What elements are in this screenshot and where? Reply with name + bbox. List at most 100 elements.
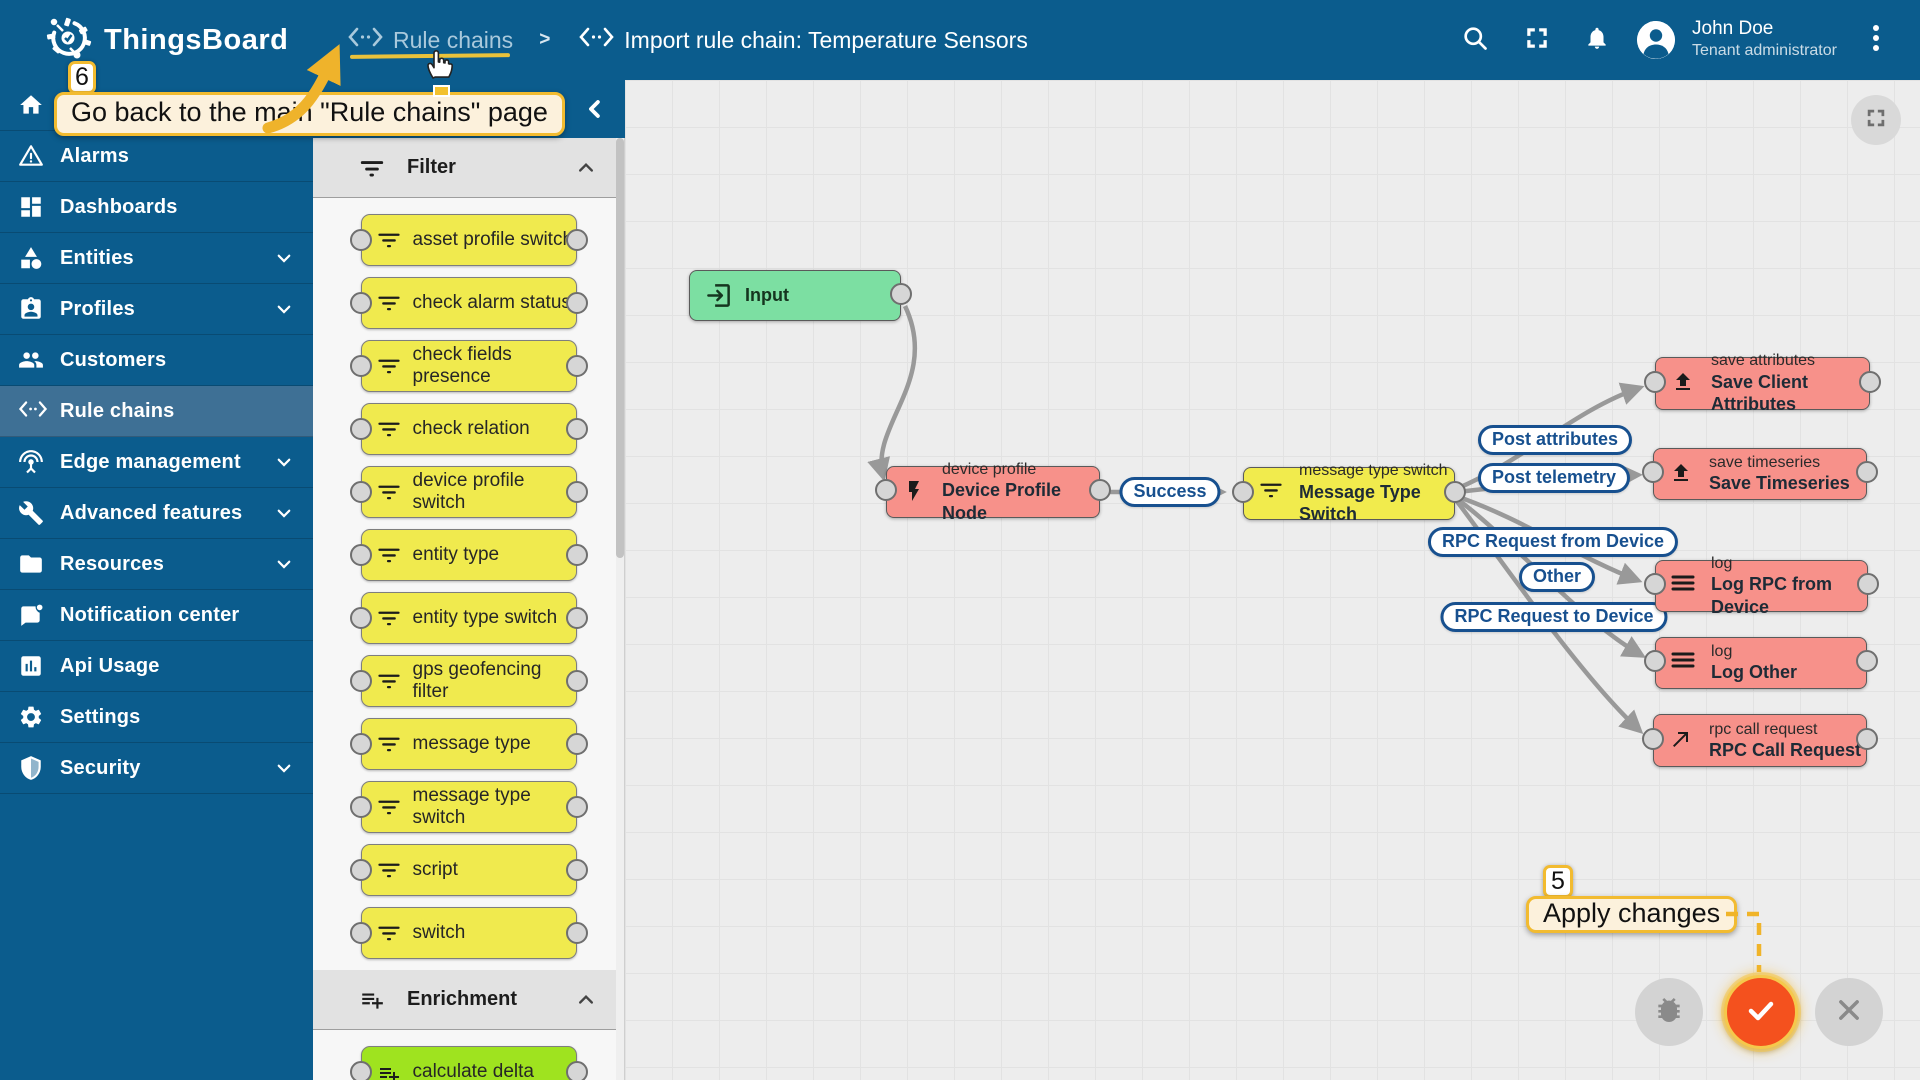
sidebar-item-resources[interactable]: Resources <box>0 539 313 590</box>
canvas-node-rpc-call-request[interactable]: rpc call request RPC Call Request <box>1642 714 1878 767</box>
canvas-node-message-type-switch[interactable]: message type switch Message Type Switch <box>1232 462 1466 524</box>
sidebar-item-notification-center[interactable]: Notification center <box>0 590 313 641</box>
link-label-rpc-request-from-device[interactable]: RPC Request from Device <box>1427 527 1679 557</box>
sidebar-item-security[interactable]: Security <box>0 743 313 794</box>
palette-section-enrichment[interactable]: Enrichment <box>313 970 624 1030</box>
node-output-port[interactable] <box>565 1061 588 1080</box>
node-output-port[interactable] <box>565 481 588 503</box>
user-info[interactable]: John Doe Tenant administrator <box>1692 17 1837 61</box>
palette-node-asset-profile-switch[interactable]: asset profile switch <box>349 214 588 266</box>
sidebar-item-edge-management[interactable]: Edge management <box>0 437 313 488</box>
rule-chain-canvas[interactable]: Success Post attributes Post telemetry R… <box>625 80 1920 1080</box>
node-input-port[interactable] <box>349 229 372 251</box>
node-input-port[interactable] <box>349 355 372 377</box>
link-label-post-attributes[interactable]: Post attributes <box>1477 425 1633 455</box>
user-avatar[interactable] <box>1637 21 1675 59</box>
node-output-port[interactable] <box>565 859 588 881</box>
cancel-button[interactable] <box>1815 978 1883 1046</box>
palette-node-calculate-delta[interactable]: calculate delta <box>349 1046 588 1080</box>
canvas-fullscreen-button[interactable] <box>1851 95 1901 145</box>
node-input-port[interactable] <box>349 733 372 755</box>
sidebar-item-entities[interactable]: Entities <box>0 233 313 284</box>
canvas-node-save-timeseries[interactable]: save timeseries Save Timeseries <box>1642 448 1878 500</box>
palette-node-check-fields-presence[interactable]: check fields presence <box>349 340 588 392</box>
app-logo[interactable]: ThingsBoard <box>44 14 288 67</box>
palette-node-gps-geofencing-filter[interactable]: gps geofencing filter <box>349 655 588 707</box>
node-output-port[interactable] <box>565 292 588 314</box>
sidebar-item-advanced-features[interactable]: Advanced features <box>0 488 313 539</box>
canvas-node-log-rpc-from-device[interactable]: log Log RPC from Device <box>1644 555 1879 617</box>
apply-changes-button[interactable] <box>1724 975 1798 1049</box>
breadcrumb-rule-chains-link[interactable]: Rule chains <box>347 25 513 55</box>
node-input-port[interactable] <box>349 292 372 314</box>
node-output-port[interactable] <box>1444 480 1466 503</box>
palette-node-device-profile-switch[interactable]: device profile switch <box>349 466 588 518</box>
collapse-panel-button[interactable] <box>581 95 609 123</box>
node-output-port[interactable] <box>890 282 912 305</box>
node-input-port[interactable] <box>1232 480 1254 503</box>
sidebar-item-dashboards[interactable]: Dashboards <box>0 182 313 233</box>
search-button[interactable] <box>1453 18 1497 62</box>
palette-node-message-type[interactable]: message type <box>349 718 588 770</box>
link-label-success[interactable]: Success <box>1119 477 1221 507</box>
node-input-port[interactable] <box>1642 461 1664 483</box>
node-output-port[interactable] <box>565 670 588 692</box>
canvas-node-input[interactable]: Input <box>689 270 912 321</box>
palette-node-check-alarm-status[interactable]: check alarm status <box>349 277 588 329</box>
node-output-port[interactable] <box>565 355 588 377</box>
palette-node-message-type-switch[interactable]: message type switch <box>349 781 588 833</box>
node-output-port[interactable] <box>565 607 588 629</box>
palette-node-check-relation[interactable]: check relation <box>349 403 588 455</box>
palette-node-entity-type-switch[interactable]: entity type switch <box>349 592 588 644</box>
node-input-port[interactable] <box>349 922 372 944</box>
more-menu-button[interactable] <box>1856 18 1896 62</box>
node-input-port[interactable] <box>1644 650 1666 672</box>
palette-scrollbar-thumb[interactable] <box>616 138 624 558</box>
node-input-port[interactable] <box>349 859 372 881</box>
palette-node-switch[interactable]: switch <box>349 907 588 959</box>
node-output-port[interactable] <box>1859 370 1881 393</box>
palette-node-entity-type[interactable]: entity type <box>349 529 588 581</box>
sidebar-item-customers[interactable]: Customers <box>0 335 313 386</box>
node-input-port[interactable] <box>349 607 372 629</box>
palette-node-script[interactable]: script <box>349 844 588 896</box>
link-label-other[interactable]: Other <box>1518 562 1596 592</box>
node-input-port[interactable] <box>349 670 372 692</box>
node-input-port[interactable] <box>1644 573 1666 595</box>
node-input-port[interactable] <box>349 1061 372 1080</box>
node-output-port[interactable] <box>1856 461 1878 483</box>
node-output-port[interactable] <box>565 733 588 755</box>
node-input-port[interactable] <box>875 479 897 501</box>
node-input-port[interactable] <box>1642 727 1664 750</box>
node-output-port[interactable] <box>565 922 588 944</box>
debug-mode-button[interactable] <box>1635 978 1703 1046</box>
node-output-port[interactable] <box>1857 573 1879 595</box>
palette-section-filter[interactable]: Filter <box>313 138 624 198</box>
link-label-post-telemetry[interactable]: Post telemetry <box>1477 463 1631 493</box>
node-output-port[interactable] <box>1856 650 1878 672</box>
sidebar-item-alarms[interactable]: Alarms <box>0 131 313 182</box>
node-input-port[interactable] <box>349 418 372 440</box>
canvas-node-save-attributes[interactable]: save attributes Save Client Attributes <box>1644 352 1881 414</box>
node-output-port[interactable] <box>565 229 588 251</box>
link-label-rpc-request-to-device[interactable]: RPC Request to Device <box>1440 602 1668 632</box>
node-input-port[interactable] <box>349 481 372 503</box>
node-output-port[interactable] <box>565 544 588 566</box>
node-output-port[interactable] <box>1856 727 1878 750</box>
sidebar-item-profiles[interactable]: Profiles <box>0 284 313 335</box>
sidebar-item-settings[interactable]: Settings <box>0 692 313 743</box>
node-output-port[interactable] <box>1089 479 1111 501</box>
notifications-button[interactable] <box>1575 18 1619 62</box>
sidebar-item-home[interactable] <box>0 80 313 131</box>
sidebar-item-rule-chains[interactable]: Rule chains <box>0 386 313 437</box>
node-input-port[interactable] <box>1644 370 1666 393</box>
node-input-port[interactable] <box>349 796 372 818</box>
build-icon <box>18 500 44 526</box>
node-output-port[interactable] <box>565 796 588 818</box>
canvas-node-device-profile[interactable]: device profile Device Profile Node <box>875 461 1111 523</box>
canvas-node-log-other[interactable]: log Log Other <box>1644 637 1878 689</box>
sidebar-item-api-usage[interactable]: Api Usage <box>0 641 313 692</box>
node-input-port[interactable] <box>349 544 372 566</box>
node-output-port[interactable] <box>565 418 588 440</box>
fullscreen-button[interactable] <box>1515 18 1559 62</box>
